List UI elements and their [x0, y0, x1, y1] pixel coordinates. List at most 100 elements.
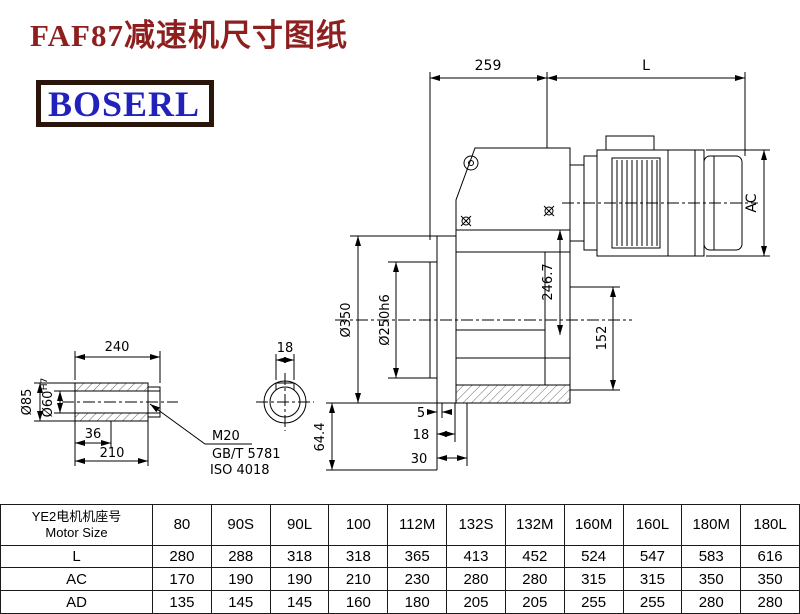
- thread-iso-label: ISO 4018: [210, 463, 270, 478]
- page-title: FAF87减速机尺寸图纸: [30, 18, 348, 53]
- dim-60-label: Ø60: [41, 391, 56, 418]
- dimension-value-cell: 350: [681, 567, 742, 592]
- dimension-value-cell: 255: [563, 590, 624, 614]
- dimension-value-cell: 318: [328, 544, 389, 569]
- motor-frame-header-cell: 90S: [210, 504, 271, 546]
- row-label-cell: L: [0, 544, 153, 569]
- dimension-value-cell: 583: [681, 544, 742, 569]
- dimension-value-cell: 315: [563, 567, 624, 592]
- dimension-value-cell: 210: [328, 567, 389, 592]
- dim-60-tolerance-label: H7: [40, 378, 50, 391]
- dimension-value-cell: 318: [269, 544, 330, 569]
- ac-dimension: [706, 149, 770, 257]
- dim-240-label: 240: [105, 340, 130, 355]
- dimension-value-cell: 230: [387, 567, 448, 592]
- dimension-value-cell: 280: [446, 567, 506, 592]
- motor-frame-header-cell: 132M: [504, 504, 565, 546]
- dim-250h6: [388, 261, 430, 379]
- dim-18-key-label: 18: [277, 341, 294, 356]
- boserl-logo-text: BOSERL: [48, 83, 201, 124]
- dim-259-label: 259: [475, 58, 502, 74]
- motor: [562, 135, 758, 257]
- dimension-value-cell: 350: [740, 567, 800, 592]
- dim-36-label: 36: [85, 427, 102, 442]
- dimension-value-cell: 145: [269, 590, 330, 614]
- dimension-value-cell: 524: [563, 544, 624, 569]
- dim-18-flange-label: 18: [413, 428, 430, 443]
- motor-frame-header-cell: 100: [328, 504, 389, 546]
- dim-350-label: Ø350: [339, 302, 354, 337]
- dimension-value-cell: 180: [387, 590, 448, 614]
- motor-frame-header-cell: 180L: [740, 504, 800, 546]
- motor-size-corner-cell: YE2电机机座号 Motor Size: [0, 504, 153, 546]
- flange-step-dimensions: [427, 403, 468, 470]
- terminal-box: [605, 135, 655, 151]
- dim-85: [34, 382, 75, 422]
- dim-5-label: 5: [417, 406, 425, 421]
- dim-210: [74, 421, 149, 466]
- dimension-value-cell: 145: [210, 590, 271, 614]
- dim-64-label: 64.4: [313, 423, 328, 452]
- dimension-value-cell: 160: [328, 590, 389, 614]
- dim-60h7: [54, 390, 75, 414]
- motor-frame-header-cell: 132S: [446, 504, 506, 546]
- dimension-value-cell: 205: [446, 590, 506, 614]
- bolt-icon: [460, 215, 472, 227]
- dim-36: [75, 421, 112, 448]
- dimension-value-cell: 205: [504, 590, 565, 614]
- dim-210-label: 210: [100, 446, 125, 461]
- dimension-value-cell: 280: [152, 544, 212, 569]
- dimension-value-cell: 413: [446, 544, 506, 569]
- motor-frame-header-cell: 90L: [269, 504, 330, 546]
- thread-callout-leader: [149, 403, 252, 445]
- dimension-value-cell: 365: [387, 544, 448, 569]
- dim-250h6-label: Ø250h6: [378, 294, 393, 346]
- dimension-value-cell: 190: [269, 567, 330, 592]
- shaft-section-view: [256, 354, 314, 431]
- dim-85-label: Ø85: [20, 389, 35, 416]
- thread-m20-label: M20: [212, 429, 240, 444]
- dim-64-4: [326, 403, 437, 471]
- dimension-value-cell: 280: [681, 590, 742, 614]
- dim-30-label: 30: [411, 452, 428, 467]
- dim-L-label: L: [642, 58, 650, 74]
- boserl-logo: BOSERL: [36, 80, 214, 127]
- motor-frame-header-cell: 180M: [681, 504, 742, 546]
- dimension-value-cell: 616: [740, 544, 800, 569]
- lifting-eye-icon: [463, 155, 479, 171]
- dimension-value-cell: 170: [152, 567, 212, 592]
- dimension-value-cell: 315: [622, 567, 683, 592]
- top-dimensions: [429, 72, 746, 240]
- row-label-cell: AD: [0, 590, 153, 614]
- dimension-value-cell: 280: [504, 567, 565, 592]
- dimension-value-cell: 255: [622, 590, 683, 614]
- motor-frame-header-cell: 160L: [622, 504, 683, 546]
- dimension-labels: 259 L AC 246.7 Ø350 Ø250h6 152 5 18 30 6…: [20, 58, 760, 478]
- dim-240: [74, 351, 161, 383]
- motor-frame-header-cell: 80: [152, 504, 212, 546]
- gearbox-housing: [455, 147, 571, 404]
- dim-152: [570, 286, 620, 391]
- thread-gbt-label: GB/T 5781: [212, 447, 281, 462]
- bolt-icon: [543, 205, 555, 217]
- motor-frame-header-cell: 160M: [563, 504, 624, 546]
- dimension-value-cell: 288: [210, 544, 271, 569]
- motor-frame-header-cell: 112M: [387, 504, 448, 546]
- hollow-shaft-view: [62, 382, 178, 422]
- dimension-value-cell: 280: [740, 590, 800, 614]
- dimension-value-cell: 190: [210, 567, 271, 592]
- dimension-value-cell: 452: [504, 544, 565, 569]
- dim-AC-label: AC: [744, 193, 760, 212]
- dim-246-label: 246.7: [541, 263, 556, 300]
- dimension-value-cell: 135: [152, 590, 212, 614]
- row-label-cell: AC: [0, 567, 153, 592]
- dim-152-label: 152: [595, 326, 610, 351]
